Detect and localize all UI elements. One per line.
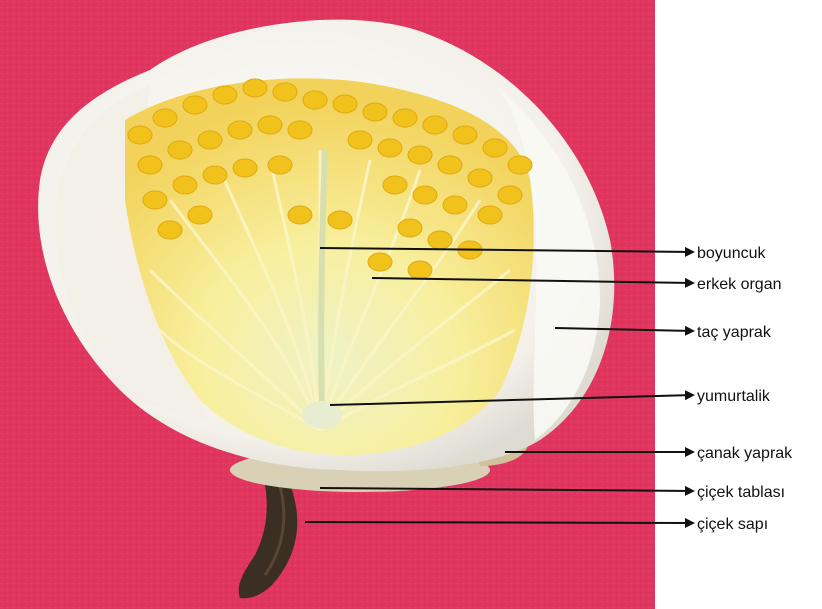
label-cicek-tablasi: çiçek tablası <box>697 484 785 501</box>
label-tac-yaprak: taç yaprak <box>697 324 772 341</box>
label-yumurtalik: yumurtalik <box>697 388 771 405</box>
label-boyuncuk: boyuncuk <box>697 245 766 262</box>
label-cicek-sapi: çiçek sapı <box>697 516 768 533</box>
pointer-cicek-sapi <box>305 522 693 523</box>
label-canak-yaprak: çanak yaprak <box>697 445 793 462</box>
label-erkek-organ: erkek organ <box>697 276 782 293</box>
